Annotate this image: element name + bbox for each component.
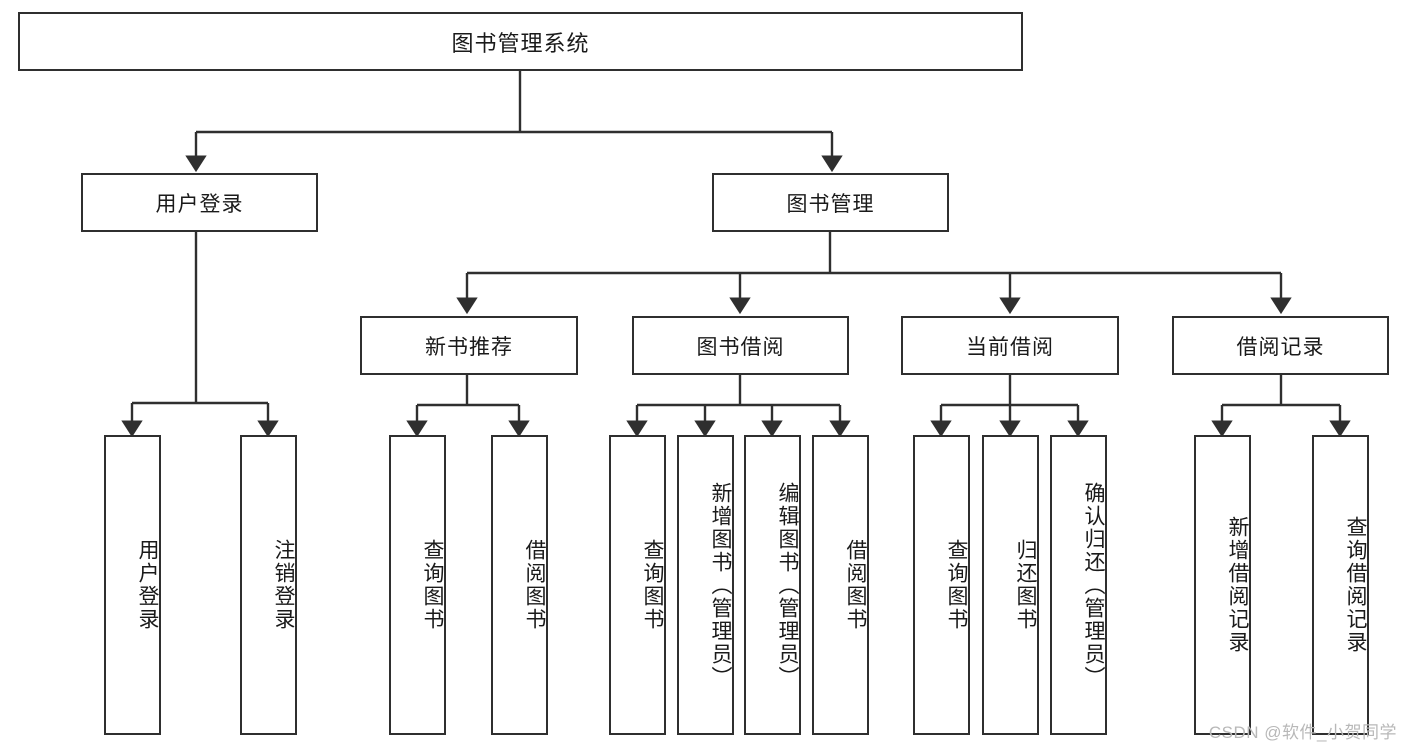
node-book-borrow[interactable]: 图书借阅 — [632, 316, 849, 375]
node-label: 图书管理 — [786, 192, 875, 216]
leaf-book-borrow-add[interactable]: 新增图书（管理员） — [677, 435, 734, 735]
node-label: 新书推荐 — [425, 335, 513, 359]
node-label: 查询图书 — [945, 539, 968, 631]
node-label: 查询图书 — [421, 539, 444, 631]
node-label: 当前借阅 — [966, 335, 1054, 359]
leaf-new-book-query[interactable]: 查询图书 — [389, 435, 446, 735]
leaf-borrow-record-add[interactable]: 新增借阅记录 — [1194, 435, 1251, 735]
node-label: 借阅图书 — [523, 539, 546, 631]
node-label: 图书借阅 — [696, 335, 785, 359]
node-borrow-record[interactable]: 借阅记录 — [1172, 316, 1389, 375]
node-label: 新增图书（管理员） — [709, 481, 732, 689]
watermark-text: CSDN @软件_小贺同学 — [1208, 723, 1397, 742]
leaf-book-borrow-lend[interactable]: 借阅图书 — [812, 435, 869, 735]
leaf-book-borrow-edit[interactable]: 编辑图书（管理员） — [744, 435, 801, 735]
node-label: 用户登录 — [155, 192, 244, 216]
node-label: 确认归还（管理员） — [1082, 481, 1105, 689]
node-label: 借阅图书 — [844, 539, 867, 631]
node-book-management[interactable]: 图书管理 — [712, 173, 949, 232]
leaf-user-login-signout[interactable]: 注销登录 — [240, 435, 297, 735]
leaf-book-borrow-query[interactable]: 查询图书 — [609, 435, 666, 735]
leaf-current-borrow-confirm-return[interactable]: 确认归还（管理员） — [1050, 435, 1107, 735]
node-current-borrow[interactable]: 当前借阅 — [901, 316, 1119, 375]
node-label: 用户登录 — [136, 539, 159, 631]
leaf-current-borrow-query[interactable]: 查询图书 — [913, 435, 970, 735]
leaf-current-borrow-return[interactable]: 归还图书 — [982, 435, 1039, 735]
node-root-system[interactable]: 图书管理系统 — [18, 12, 1023, 71]
node-label: 注销登录 — [272, 539, 295, 631]
leaf-borrow-record-query[interactable]: 查询借阅记录 — [1312, 435, 1369, 735]
leaf-new-book-borrow[interactable]: 借阅图书 — [491, 435, 548, 735]
node-label: 编辑图书（管理员） — [776, 481, 799, 689]
node-user-login[interactable]: 用户登录 — [81, 173, 318, 232]
node-label: 归还图书 — [1014, 539, 1037, 631]
node-label: 图书管理系统 — [451, 30, 590, 56]
leaf-user-login-signin[interactable]: 用户登录 — [104, 435, 161, 735]
node-label: 查询借阅记录 — [1344, 516, 1367, 654]
node-label: 新增借阅记录 — [1226, 516, 1249, 654]
node-new-book-recommend[interactable]: 新书推荐 — [360, 316, 578, 375]
node-label: 借阅记录 — [1236, 335, 1325, 359]
node-label: 查询图书 — [641, 539, 664, 631]
